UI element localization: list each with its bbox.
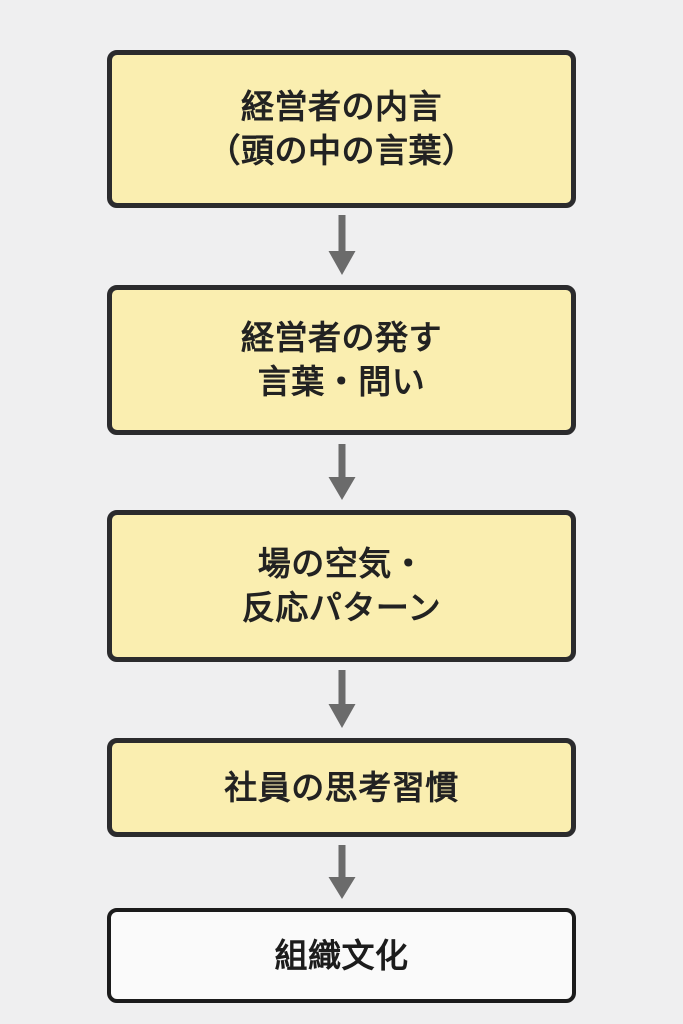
- flow-node-line: 社員の思考習慣: [224, 767, 459, 807]
- flow-node-line: 反応パターン: [241, 588, 442, 627]
- flow-node-line: 言葉・問い: [257, 362, 426, 401]
- flow-node-ba-no-kuuki-hannou-pattern: 場の空気・ 反応パターン: [107, 510, 576, 662]
- flow-node-keieisha-kotoba-toi: 経営者の発す 言葉・問い: [107, 285, 576, 435]
- down-arrow-icon: [328, 670, 355, 728]
- flow-node-line: 経営者の発す: [241, 318, 442, 358]
- flow-node-line: 経営者の内言: [241, 87, 442, 127]
- flow-node-line: 場の空気・: [257, 544, 426, 584]
- down-arrow-icon: [328, 444, 355, 500]
- flow-node-line: （頭の中の言葉）: [207, 131, 476, 170]
- down-arrow-icon: [328, 845, 355, 899]
- flow-node-shain-shikou-shuukan: 社員の思考習慣: [107, 738, 576, 837]
- flow-node-soshiki-bunka: 組織文化: [107, 908, 576, 1003]
- flow-node-keieisha-naigen: 経営者の内言 （頭の中の言葉）: [107, 50, 576, 208]
- flow-node-line: 組織文化: [274, 935, 409, 975]
- down-arrow-icon: [328, 215, 355, 275]
